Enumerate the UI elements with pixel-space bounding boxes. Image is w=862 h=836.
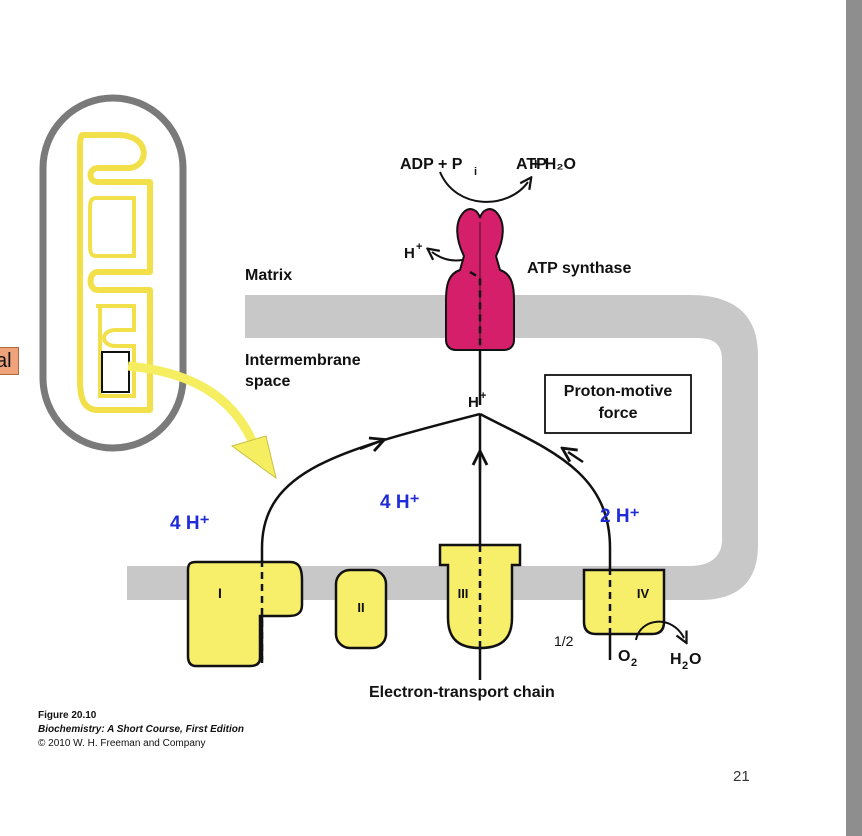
arrow-left-flow: [359, 442, 378, 449]
figure-caption: Figure 20.10: [38, 710, 97, 721]
scrollbar[interactable]: [846, 0, 862, 836]
arrow-h-out: [432, 252, 463, 262]
h2o-top-label: + H₂O: [531, 156, 576, 173]
book-caption: Biochemistry: A Short Course, First Edit…: [38, 724, 244, 735]
adp-label: ADP + P: [400, 156, 463, 173]
arrow-adp-atp: [439, 171, 528, 203]
o2-label: O: [618, 648, 630, 665]
proton-count-left: 4 H⁺: [170, 513, 210, 534]
etc-label: Electron-transport chain: [369, 684, 555, 701]
copyright-caption: © 2010 W. H. Freeman and Company: [38, 738, 206, 749]
proton-count-middle: 4 H⁺: [380, 492, 420, 513]
complex-2-label: II: [357, 600, 364, 615]
arrow-o2-h2o: [635, 620, 684, 640]
h2o-bottom-o: O: [689, 651, 701, 668]
side-label: al: [0, 347, 19, 375]
zoom-arrow: [127, 361, 277, 480]
complex-1-label: I: [218, 585, 222, 601]
complex-4-label: IV: [637, 586, 650, 601]
arrow-right-flow: [568, 452, 584, 464]
h-out-label: H: [404, 245, 415, 262]
complex-3-label: III: [458, 586, 469, 601]
complex-4: [582, 568, 666, 636]
pmf-label-line1: Proton-motive: [564, 383, 673, 400]
h-out-plus: +: [416, 241, 422, 253]
o2-subscript: 2: [631, 657, 637, 669]
half-label: 1/2: [554, 633, 574, 649]
proton-count-right: 2 H⁺: [600, 506, 640, 527]
space-label: space: [245, 373, 290, 390]
atp-synthase: [445, 208, 515, 351]
complex-2: [334, 568, 388, 650]
h-mid-plus: +: [480, 390, 486, 402]
complex-3: [438, 543, 522, 650]
page-number: 21: [733, 768, 750, 785]
h2o-bottom-h: H: [670, 651, 682, 668]
complex-1: [186, 560, 304, 668]
matrix-label: Matrix: [245, 267, 292, 284]
intermembrane-label: Intermembrane: [245, 352, 361, 369]
h2o-bottom-subscript: 2: [682, 660, 688, 672]
adp-subscript: i: [474, 166, 477, 178]
pmf-label-line2: force: [598, 405, 637, 422]
zoom-box: [101, 351, 130, 393]
proton-motive-force-box: [544, 374, 692, 434]
mitochondrion-icon: [39, 94, 187, 452]
h-mid-label: H: [468, 394, 479, 411]
atp-label: ATP: [516, 156, 547, 173]
atp-synthase-label: ATP synthase: [527, 260, 631, 277]
